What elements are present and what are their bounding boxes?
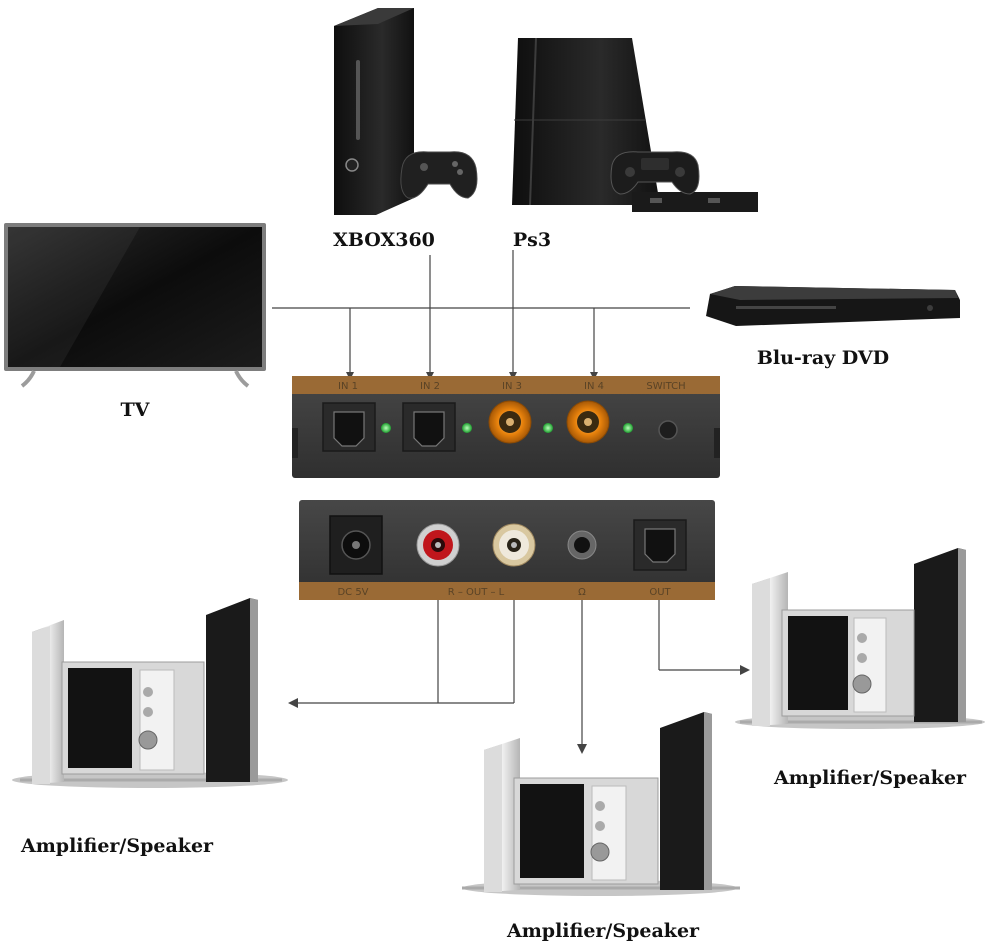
back-port-label: R – OUT – L — [448, 587, 505, 598]
speaker-center-label: Amplifier/Speaker — [506, 920, 700, 942]
front-port-label: IN 2 — [420, 381, 440, 392]
tv-label: TV — [121, 399, 151, 421]
switch-button — [658, 420, 678, 440]
optical-port-out — [633, 519, 687, 571]
front-port-label: SWITCH — [646, 381, 685, 392]
led-indicator — [462, 423, 472, 433]
rca-red-port — [416, 523, 460, 567]
tv: TV — [4, 223, 266, 421]
back-port-label: DC 5V — [337, 587, 368, 598]
bluray-player: Blu-ray DVD — [706, 286, 960, 369]
speaker-left-label: Amplifier/Speaker — [20, 835, 214, 857]
rca-white-port — [492, 523, 536, 567]
speaker-set-right: Amplifier/Speaker — [735, 548, 985, 789]
xbox360-console: XBOX360 — [333, 8, 478, 251]
dc-power-port — [329, 515, 383, 575]
headphone-jack-port — [567, 530, 597, 560]
switch-front-panel: IN 1 IN 2 IN 3 IN 4 SWITCH — [292, 376, 720, 478]
ps3-console: Ps3 — [512, 37, 758, 251]
led-indicator — [381, 423, 391, 433]
front-port-label: IN 1 — [338, 381, 358, 392]
speaker-set-left: Amplifier/Speaker — [12, 598, 288, 857]
bluray-label: Blu-ray DVD — [757, 347, 889, 369]
back-port-label: Ω — [578, 587, 586, 598]
coaxial-port-in4 — [566, 400, 610, 444]
optical-port-in1 — [322, 402, 376, 452]
front-port-label: IN 4 — [584, 381, 604, 392]
led-indicator — [623, 423, 633, 433]
switch-back-panel: DC 5V R – OUT – L Ω OUT — [299, 500, 715, 600]
back-port-label: OUT — [649, 587, 671, 598]
led-indicator — [543, 423, 553, 433]
optical-port-in2 — [402, 402, 456, 452]
ps3-label: Ps3 — [513, 229, 551, 251]
front-port-label: IN 3 — [502, 381, 522, 392]
speaker-set-center: Amplifier/Speaker — [462, 712, 740, 942]
xbox360-label: XBOX360 — [333, 229, 435, 251]
coaxial-port-in3 — [488, 400, 532, 444]
speaker-right-label: Amplifier/Speaker — [773, 767, 967, 789]
